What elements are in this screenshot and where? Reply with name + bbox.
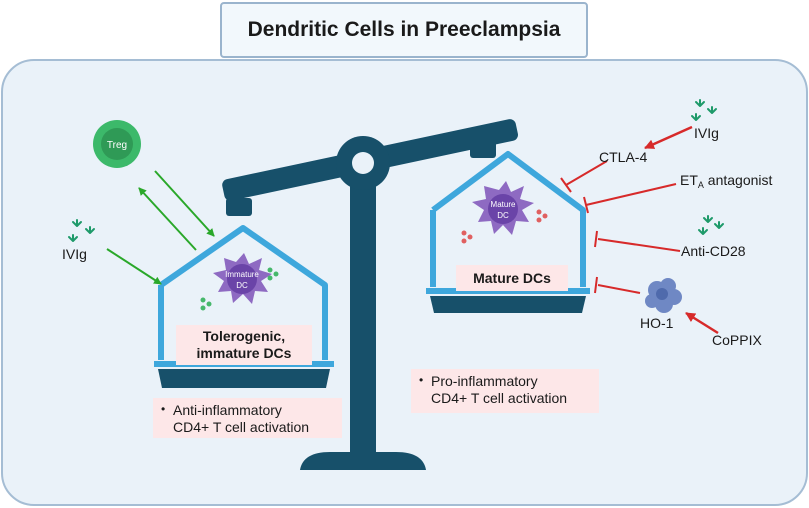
inhibit-anticd28 <box>594 230 681 252</box>
pro-inflammatory-box: • Pro-inflammatory CD4+ T cell activatio… <box>411 369 599 413</box>
ctla4-label: CTLA-4 <box>599 149 648 165</box>
et-subscript: A <box>697 180 704 190</box>
treg-label: Treg <box>107 140 127 151</box>
arrow-ivig-to-dc <box>106 248 162 285</box>
et-antagonist-label: ETA antagonist <box>680 172 772 190</box>
right-house <box>426 151 590 313</box>
ho1-protein-icon <box>645 278 682 313</box>
antibody-icon <box>691 99 717 121</box>
arrow-treg-to-dc <box>154 170 215 237</box>
background-panel <box>1 59 808 506</box>
left-ivig-label: IVIg <box>62 246 87 262</box>
mature-dcs-label: Mature DCs <box>473 270 551 286</box>
bullet: • <box>161 402 166 416</box>
treg-cell: Treg <box>93 120 141 168</box>
anti-inflammatory-line-2: CD4+ T cell activation <box>173 419 310 435</box>
et-suffix: antagonist <box>703 172 773 188</box>
ho1-label: HO-1 <box>640 315 674 331</box>
arrow-dc-to-treg <box>138 187 197 251</box>
mature-dc-label-2: DC <box>497 211 509 220</box>
anti-inflammatory-box: • Anti-inflammatory CD4+ T cell activati… <box>153 398 342 438</box>
anticd28-label: Anti-CD28 <box>681 243 746 259</box>
immature-dc-label-2: DC <box>236 281 248 290</box>
mature-dcs-box: Mature DCs <box>456 265 568 291</box>
arrow-coppix-to-ho1 <box>685 311 719 335</box>
mature-dc-cell: Mature DC <box>461 181 548 244</box>
scale-post <box>350 168 376 463</box>
anti-inflammatory-line-1: Anti-inflammatory <box>173 402 282 418</box>
bullet: • <box>419 373 424 387</box>
pro-inflammatory-line-1: Pro-inflammatory <box>431 373 538 389</box>
immature-dc-label-1: Immature <box>225 270 259 279</box>
coppix-label: CoPPIX <box>712 332 762 348</box>
balance-scale <box>222 119 518 470</box>
antibody-icon <box>698 215 724 235</box>
right-ivig-label: IVIg <box>694 125 719 141</box>
immature-dc-cell: Immature DC <box>200 253 279 311</box>
tolerogenic-line-2: immature DCs <box>196 345 292 361</box>
inhibit-ho1 <box>594 276 641 294</box>
inhibit-et-antagonist <box>583 183 677 214</box>
et-prefix: ET <box>680 172 698 188</box>
tolerogenic-line-1: Tolerogenic, <box>202 328 286 344</box>
mature-dc-label-1: Mature <box>491 200 516 209</box>
page-title: Dendritic Cells in Preeclampsia <box>220 2 588 58</box>
tolerogenic-box: Tolerogenic, immature DCs <box>176 325 312 365</box>
inhibit-ctla4 <box>560 160 608 193</box>
left-scale-hook <box>226 198 252 216</box>
antibody-icon <box>68 219 95 242</box>
right-scale-hook <box>470 140 496 158</box>
scale-base <box>300 452 426 470</box>
arrow-ivig-to-ctla4 <box>644 125 693 150</box>
pro-inflammatory-line-2: CD4+ T cell activation <box>431 390 568 406</box>
